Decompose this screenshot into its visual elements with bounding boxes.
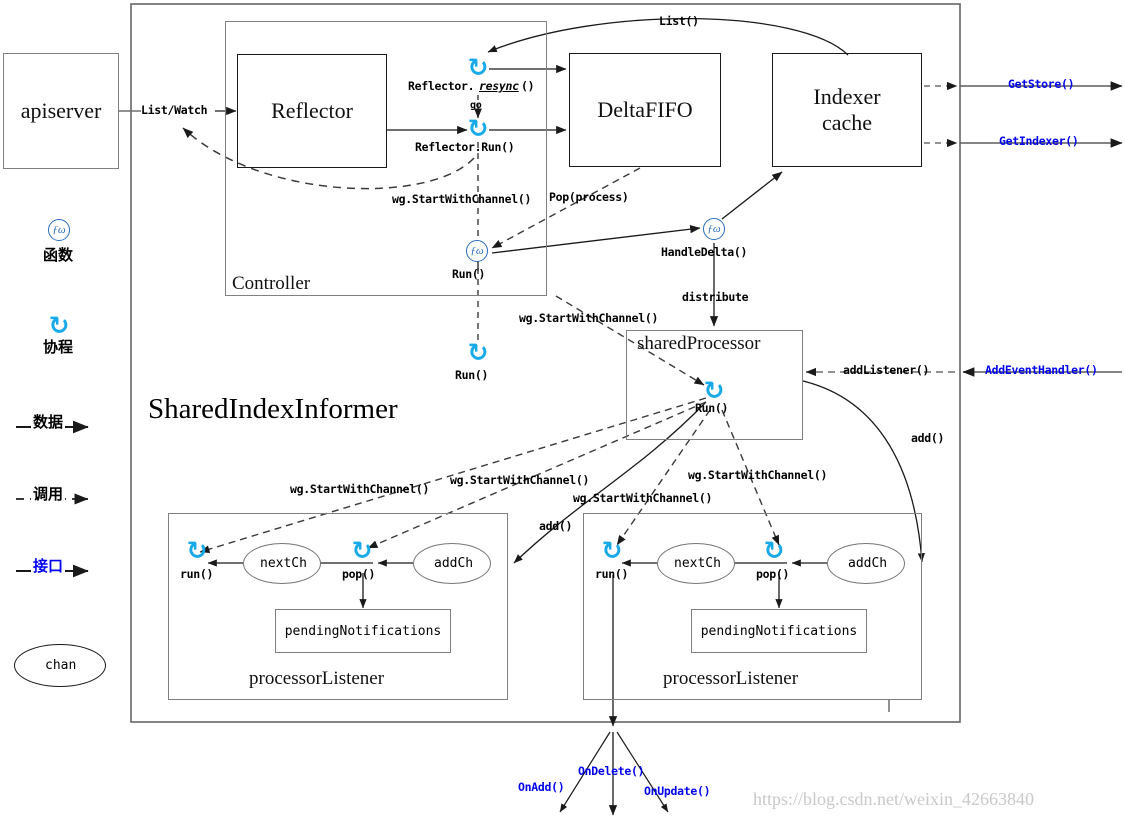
- coroutine-icon-reflector-resync[interactable]: ↻: [467, 53, 489, 82]
- edge-label-run-controller-fn: Run(): [452, 267, 486, 281]
- shared-processor-label: sharedProcessor: [637, 333, 761, 354]
- add-ch-right-label: addCh: [848, 556, 888, 571]
- legend-label-interface: 接口: [31, 557, 66, 575]
- edge-label-wg-start-2: wg.StartWithChannel(): [450, 473, 590, 487]
- processor-listener-left-label: processorListener: [249, 668, 385, 689]
- edge-label-reflector-resync-interface: resync: [479, 79, 519, 93]
- edge-label-run-right-listener: run(): [595, 567, 629, 581]
- legend-label-call: 调用: [31, 485, 66, 503]
- edge-label-wg-start-informer: wg.StartWithChannel(): [519, 311, 659, 325]
- edge-label-add-listener: addListener(): [843, 363, 930, 377]
- add-ch-left[interactable]: [413, 543, 491, 584]
- next-ch-left[interactable]: [243, 543, 321, 584]
- legend-label-function: 函数: [43, 246, 74, 264]
- pending-notifications-left-box[interactable]: pendingNotifications: [275, 609, 451, 653]
- edge-label-get-indexer[interactable]: GetIndexer(): [999, 134, 1079, 148]
- apiserver-box[interactable]: apiserver: [3, 53, 119, 169]
- coroutine-icon-legend: ↻: [48, 311, 70, 340]
- edge-label-go: go: [470, 100, 482, 111]
- edge-label-run-left-listener: run(): [180, 567, 214, 581]
- coroutine-icon-pop-right-listener[interactable]: ↻: [763, 536, 785, 565]
- legend-label-data: 数据: [31, 413, 66, 431]
- pending-notifications-left-label: pendingNotifications: [284, 623, 442, 639]
- processor-listener-right-box[interactable]: [583, 513, 922, 700]
- edge-label-on-delete[interactable]: OnDelete(): [578, 764, 645, 778]
- indexer-cache-label-line1: Indexer: [813, 84, 881, 109]
- edge-label-wg-start-3: wg.StartWithChannel(): [573, 491, 713, 505]
- edge-label-wg-start-controller: wg.StartWithChannel(): [392, 192, 532, 206]
- coroutine-icon-reflector-run[interactable]: ↻: [467, 114, 489, 143]
- channel-icon-legend: [14, 644, 106, 687]
- edge-label-get-store[interactable]: GetStore(): [1008, 77, 1075, 91]
- legend-label-coroutine: 协程: [43, 338, 74, 356]
- legend-label-chan: chan: [45, 658, 77, 673]
- edge-label-run-informer-coroutine: Run(): [455, 368, 489, 382]
- apiserver-label: apiserver: [20, 98, 102, 123]
- edge-label-reflector-resync-prefix: Reflector.: [408, 79, 475, 93]
- edge-label-reflector-run: Reflector.Run(): [415, 140, 515, 154]
- edge-label-reflector-resync-suffix: (): [521, 79, 535, 93]
- edge-label-list-watch: List/Watch: [141, 103, 208, 117]
- function-icon-controller-run[interactable]: ƒω: [466, 240, 488, 262]
- processor-listener-left-box[interactable]: [168, 513, 508, 700]
- next-ch-right-label: nextCh: [674, 556, 721, 571]
- add-ch-right[interactable]: [827, 543, 905, 584]
- coroutine-icon-pop-left-listener[interactable]: ↻: [351, 536, 373, 565]
- edge-label-on-update[interactable]: OnUpdate(): [644, 784, 711, 798]
- edge-label-add-right: add(): [911, 431, 945, 445]
- edge-label-wg-start-4: wg.StartWithChannel(): [688, 468, 828, 482]
- indexer-cache-box[interactable]: Indexer cache: [772, 53, 922, 167]
- reflector-label: Reflector: [271, 98, 353, 123]
- coroutine-icon-run-right-listener[interactable]: ↻: [601, 536, 623, 565]
- edge-label-add-left: add(): [539, 519, 573, 533]
- deltafifo-box[interactable]: DeltaFIFO: [569, 53, 721, 167]
- deltafifo-label: DeltaFIFO: [597, 97, 693, 122]
- edge-label-list: List(): [659, 14, 699, 28]
- edge-label-pop-process: Pop(process): [549, 190, 629, 204]
- coroutine-icon-informer-run[interactable]: ↻: [467, 338, 489, 367]
- controller-label: Controller: [232, 273, 311, 294]
- edge-label-add-event-handler[interactable]: AddEventHandler(): [985, 363, 1098, 377]
- next-ch-right[interactable]: [657, 543, 735, 584]
- controller-box[interactable]: [225, 21, 547, 296]
- add-ch-left-label: addCh: [434, 556, 474, 571]
- edge-label-on-add[interactable]: OnAdd(): [518, 780, 565, 794]
- edge-label-pop-right-listener: pop(): [756, 567, 790, 581]
- shared-processor-box[interactable]: [626, 330, 803, 440]
- coroutine-icon-run-left-listener[interactable]: ↻: [186, 536, 208, 565]
- watermark: https://blog.csdn.net/weixin_42663840: [753, 789, 1034, 809]
- function-icon-handle-delta[interactable]: ƒω: [703, 218, 725, 240]
- reflector-box[interactable]: Reflector: [237, 54, 387, 168]
- indexer-cache-label-line2: cache: [821, 110, 873, 135]
- coroutine-icon-shared-processor-run[interactable]: ↻: [703, 376, 725, 405]
- pending-notifications-right-label: pendingNotifications: [700, 623, 858, 639]
- edge-label-handle-delta: HandleDelta(): [661, 245, 748, 259]
- next-ch-left-label: nextCh: [260, 556, 307, 571]
- edge-label-wg-start-1: wg.StartWithChannel(): [290, 482, 430, 496]
- page-title: SharedIndexInformer: [148, 393, 398, 425]
- processor-listener-right-label: processorListener: [663, 668, 799, 689]
- edge-label-pop-left-listener: pop(): [342, 567, 376, 581]
- edge-label-run-shared-processor: Run(): [695, 401, 729, 415]
- pending-notifications-right-box[interactable]: pendingNotifications: [691, 609, 867, 653]
- function-icon-legend: ƒω: [48, 219, 70, 241]
- edge-label-distribute: distribute: [682, 290, 749, 304]
